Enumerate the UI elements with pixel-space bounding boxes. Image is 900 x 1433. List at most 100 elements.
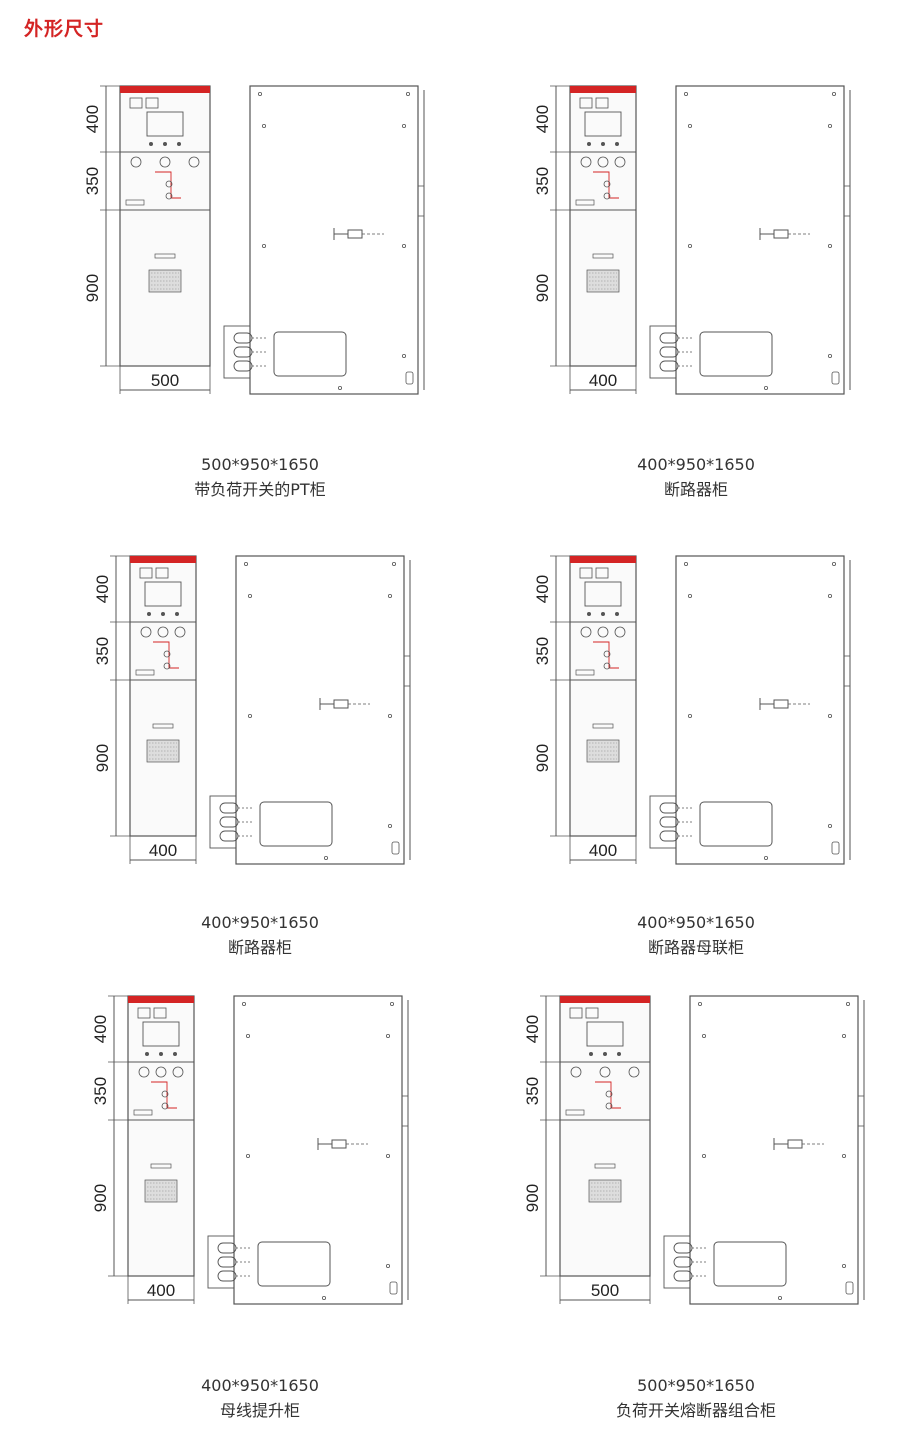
knob-icon: [130, 156, 142, 168]
mounting-hole: [687, 243, 692, 248]
bushing-connector: [333, 228, 363, 240]
button-dot-icon: [603, 1052, 607, 1056]
switch-icon: [603, 650, 611, 658]
button-dot-icon: [615, 612, 619, 616]
mounting-hole: [683, 561, 688, 566]
button-dot-icon: [615, 142, 619, 146]
cable-bracket: [649, 795, 677, 849]
button-dot-icon: [147, 612, 151, 616]
knob-icon: [140, 626, 152, 638]
button-dot-icon: [161, 612, 165, 616]
bushing-connector: [317, 1138, 347, 1150]
button-dot-icon: [173, 1052, 177, 1056]
mounting-hole: [401, 243, 406, 248]
front-red-header: [570, 556, 636, 563]
indicator-icon: [153, 1007, 167, 1019]
cabinet-size-pt: 500*950*1650: [201, 455, 319, 474]
front-red-header: [120, 86, 210, 93]
knob-icon: [570, 1066, 582, 1078]
indicator-icon: [139, 567, 153, 579]
button-dot-icon: [601, 612, 605, 616]
cable-termination-icon: [673, 1256, 693, 1268]
dimension-label-bottom: 900: [83, 274, 102, 302]
cabinet-size-breaker-2: 400*950*1650: [201, 913, 319, 932]
mounting-hole: [841, 1034, 846, 1039]
mounting-hole: [841, 1153, 846, 1158]
dimension-label-width: 500: [591, 1281, 619, 1300]
mounting-hole: [763, 385, 768, 390]
button-dot-icon: [149, 142, 153, 146]
mounting-hole: [385, 1153, 390, 1158]
mounting-hole: [247, 594, 252, 599]
knob-icon: [580, 156, 592, 168]
cable-compartment-window: [713, 1241, 787, 1287]
mounting-hole: [385, 1263, 390, 1268]
button-dot-icon: [159, 1052, 163, 1056]
mounting-hole: [243, 561, 248, 566]
switch-icon: [605, 1090, 613, 1098]
dimension-label-middle: 350: [93, 637, 112, 665]
switch-icon: [163, 650, 171, 658]
dimension-label-top: 400: [523, 1015, 542, 1043]
terminal-strip-icon: [575, 669, 595, 676]
switch-icon: [605, 1102, 613, 1110]
dimension-label-middle: 350: [91, 1077, 110, 1105]
mounting-hole: [323, 855, 328, 860]
mounting-hole: [261, 124, 266, 129]
cable-termination-icon: [659, 332, 679, 344]
front-view-outline: [129, 555, 197, 837]
knob-icon: [138, 1066, 150, 1078]
dimension-label-bottom: 900: [91, 1184, 110, 1212]
mimic-diagram-line: [155, 171, 181, 199]
dimension-label-top: 400: [83, 105, 102, 133]
cabinet-name-breaker-2: 断路器柜: [227, 938, 292, 957]
cable-bracket: [649, 325, 677, 379]
cable-termination-icon: [659, 346, 679, 358]
mounting-hole: [401, 124, 406, 129]
indicator-icon: [129, 97, 143, 109]
switch-icon: [603, 192, 611, 200]
vent-grille: [586, 739, 620, 763]
mimic-diagram-line: [593, 171, 619, 199]
meter-window: [146, 111, 184, 137]
mounting-hole: [385, 1034, 390, 1039]
knob-icon: [172, 1066, 184, 1078]
dimension-label-middle: 350: [83, 167, 102, 195]
cabinet-size-breaker-1: 400*950*1650: [637, 455, 755, 474]
mounting-hole: [827, 823, 832, 828]
meter-window: [584, 111, 622, 137]
mounting-hole: [697, 1001, 702, 1006]
front-view-outline: [559, 995, 651, 1277]
front-red-header: [560, 996, 650, 1003]
dimension-label-bottom: 900: [533, 274, 552, 302]
cabinet-name-breaker-1: 断路器柜: [663, 480, 728, 499]
switch-icon: [603, 180, 611, 188]
cabinet-size-fuse-combo: 500*950*1650: [637, 1376, 755, 1395]
terminal-strip-icon: [565, 1109, 585, 1116]
nameplate-icon: [154, 253, 176, 259]
dimension-label-middle: 350: [523, 1077, 542, 1105]
cabinet-size-bus-riser: 400*950*1650: [201, 1376, 319, 1395]
mounting-hole: [827, 353, 832, 358]
mounting-hole: [831, 561, 836, 566]
button-dot-icon: [617, 1052, 621, 1056]
side-latch-icon: [845, 1281, 854, 1295]
bushing-connector: [773, 1138, 803, 1150]
indicator-icon: [137, 1007, 151, 1019]
side-view-outline: [235, 555, 405, 865]
switch-icon: [161, 1102, 169, 1110]
knob-icon: [155, 1066, 167, 1078]
terminal-strip-icon: [133, 1109, 153, 1116]
cable-compartment-window: [699, 331, 773, 377]
knob-icon: [628, 1066, 640, 1078]
terminal-strip-icon: [135, 669, 155, 676]
knob-icon: [174, 626, 186, 638]
indicator-icon: [579, 567, 593, 579]
